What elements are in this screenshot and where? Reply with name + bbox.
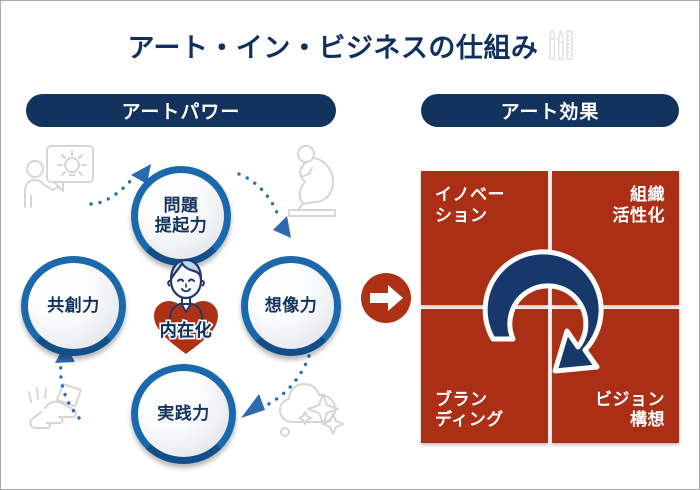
idea-person-icon [24,145,94,208]
right-arrow-circle-icon [361,273,411,323]
sparkle-cloud-icon [279,383,344,437]
power-circle-label: 実践力 [157,404,210,424]
art-tools-icon [549,29,574,60]
page-title: アート・イン・ビジネスの仕組み [127,32,539,63]
art-effect-grid: イノベー ション 組織 活性化 ブラン ディング ビジョン 構想 [421,171,679,443]
internalization-label: 内在化 [159,321,213,340]
thinker-statue-icon [288,145,336,217]
effect-quadrant-label: イノベー ション [435,185,505,225]
effect-quadrant-branding[interactable]: ブラン ディング [421,309,548,443]
effect-quadrant-vision[interactable]: ビジョン 構想 [552,309,679,443]
dotted-arrow-left-top [55,344,81,420]
power-circle-practice[interactable]: 実践力 [131,364,236,464]
power-circle-label: 共創力 [47,296,100,316]
effect-quadrant-label: ビジョン 構想 [595,389,665,430]
power-circle-problem-raising[interactable]: 問題 提起力 [131,166,231,266]
effect-quadrant-org-vitalization[interactable]: 組織 活性化 [552,171,679,305]
section-heading-art-power: アートパワー [26,94,336,127]
section-heading-left-label: アートパワー [121,102,241,123]
dotted-arrow-bottom-left [241,354,311,418]
power-circle-imagination[interactable]: 想像力 [241,256,341,356]
effect-quadrant-innovation[interactable]: イノベー ション [421,171,548,305]
section-heading-right-label: アート効果 [500,102,600,123]
power-circle-label: 問題 提起力 [154,196,208,235]
dotted-arrow-right-bottom [237,172,291,238]
effect-quadrant-label: 組織 活性化 [612,185,665,225]
section-heading-art-effect: アート効果 [421,94,679,127]
title-bar: アート・イン・ビジネスの仕組み [1,23,699,67]
crafting-hands-icon [28,383,82,429]
person-with-heart-icon: 内在化 内在化 [144,254,228,360]
power-circle-label: 想像力 [264,296,318,316]
power-circle-cocreation[interactable]: 共創力 [21,256,126,356]
internalization-label-outline: 内在化 [158,319,213,341]
effect-quadrant-label: ブラン ディング [435,389,504,430]
art-power-cycle: 問題 提起力 想像力 実践力 共創力 [1,136,361,476]
